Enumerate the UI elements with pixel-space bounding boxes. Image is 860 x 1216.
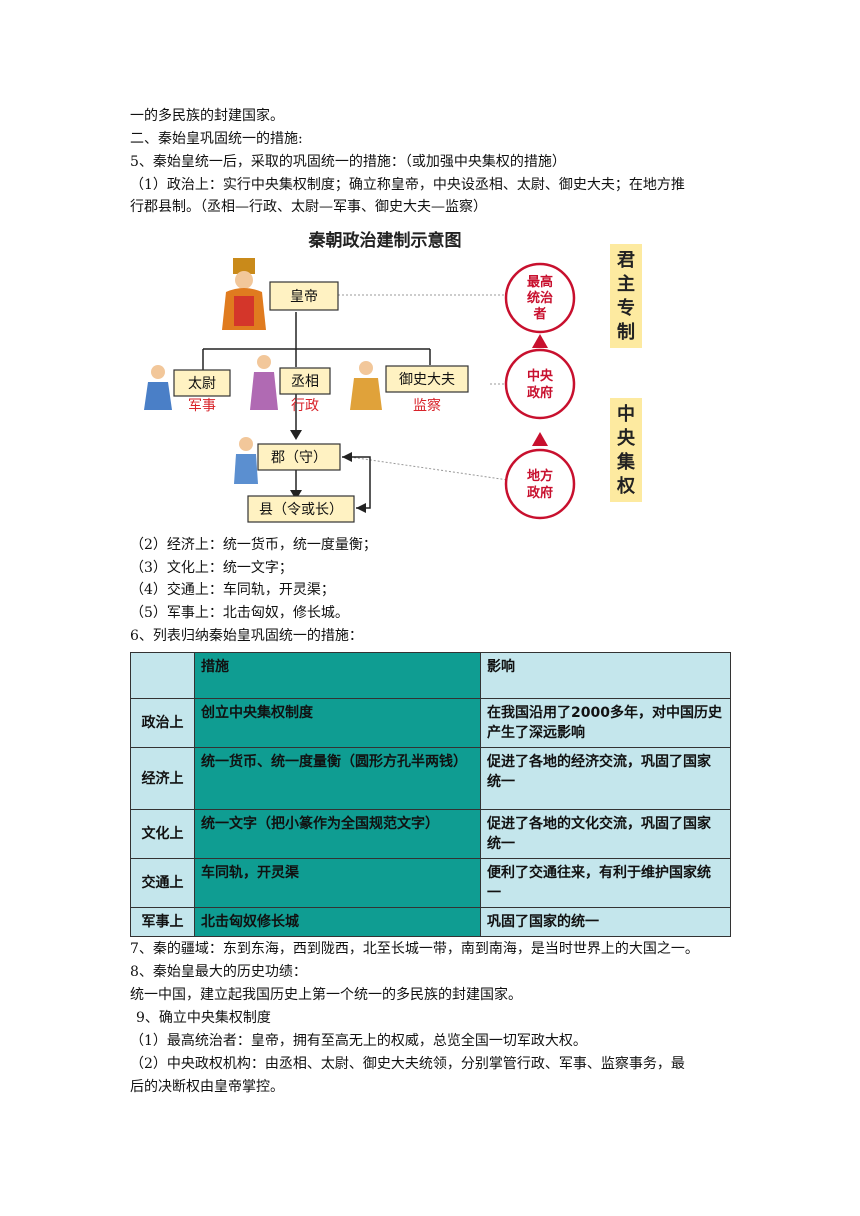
circle-local-gov: 地方 政府	[504, 448, 576, 520]
table-row: 军事上 北击匈奴修长城 巩固了国家的统一	[130, 907, 731, 937]
side-label-monarch: 君 主 专 制	[610, 244, 642, 348]
text-line: （1）政治上：实行中央集权制度；确立称皇帝，中央设丞相、太尉、御史大夫；在地方推	[130, 177, 685, 193]
table-cell-measure: 创立中央集权制度	[194, 698, 481, 748]
text-line: （5）军事上：北击匈奴，修长城。	[130, 605, 349, 621]
table-cell-field: 军事上	[130, 907, 195, 937]
table-row: 经济上 统一货币、统一度量衡（圆形方孔半两钱） 促进了各地的经济交流，巩固了国家…	[130, 747, 731, 810]
table-header-cell: 影响	[480, 652, 731, 699]
side-label-centralization: 中 央 集 权	[610, 398, 642, 502]
table-cell-impact: 巩固了国家的统一	[480, 907, 731, 937]
table-cell-impact: 便利了交通往来，有利于维护国家统一	[480, 858, 731, 908]
question-7: 7、秦的疆域：东到东海，西到陇西，北至长城一带，南到南海，是当时世界上的大国之一…	[130, 941, 699, 957]
svg-text:集: 集	[616, 451, 636, 473]
text-line: 一的多民族的封建国家。	[130, 108, 284, 124]
table-header-row: 措施 影响	[130, 652, 731, 699]
question-6: 6、列表归纳秦始皇巩固统一的措施：	[130, 628, 363, 644]
svg-text:中央: 中央	[527, 368, 554, 384]
svg-text:专: 专	[617, 297, 635, 319]
svg-text:地方: 地方	[527, 468, 553, 484]
text-line: （2）中央政权机构：由丞相、太尉、御史大夫统领，分别掌管行政、军事、监察事务，最	[130, 1056, 685, 1072]
text-line: （3）文化上：统一文字；	[130, 560, 293, 576]
measures-table: 措施 影响 政治上 创立中央集权制度 在我国沿用了2000多年，对中国历史产生了…	[130, 652, 731, 937]
chengxiang-box	[279, 367, 331, 395]
svg-text:政府: 政府	[527, 485, 553, 501]
taiwei-figure-icon	[144, 365, 172, 410]
chengxiang-figure-icon	[250, 355, 278, 410]
yushi-figure-icon	[350, 361, 382, 410]
chengxiang-role: 行政	[291, 398, 319, 414]
qin-political-system-diagram: 秦朝政治建制示意图 皇帝 太尉 军事 丞相 行政 御史	[130, 222, 730, 530]
emperor-label: 皇帝	[290, 289, 318, 305]
xian-label: 县（令或长）	[259, 502, 343, 518]
question-8: 8、秦始皇最大的历史功绩：	[130, 964, 307, 980]
section-heading: 二、秦始皇巩固统一的措施:	[130, 131, 303, 147]
text-line: （4）交通上：车同轨，开灵渠；	[130, 582, 335, 598]
svg-text:最高: 最高	[527, 274, 553, 290]
table-cell-measure: 北击匈奴修长城	[194, 907, 481, 937]
svg-text:统治: 统治	[527, 290, 553, 306]
arrow-up-icon	[532, 432, 548, 446]
taiwei-role: 军事	[188, 398, 216, 414]
svg-text:权: 权	[616, 475, 636, 497]
diagram-title: 秦朝政治建制示意图	[309, 230, 462, 251]
svg-text:政府: 政府	[527, 385, 553, 401]
taiwei-box	[173, 369, 231, 397]
table-row: 交通上 车同轨，开灵渠 便利了交通往来，有利于维护国家统一	[130, 858, 731, 908]
question-9: 9、确立中央集权制度	[136, 1010, 271, 1026]
circle-central-gov: 中央 政府	[504, 348, 576, 420]
arrow-up-icon	[532, 334, 548, 348]
svg-text:央: 央	[617, 427, 636, 449]
svg-text:者: 者	[532, 306, 546, 322]
taiwei-label: 太尉	[188, 376, 216, 392]
table-cell-measure: 车同轨，开灵渠	[194, 858, 481, 908]
yushi-box	[385, 365, 469, 393]
yushi-role: 监察	[413, 397, 441, 414]
table-row: 文化上 统一文字（把小篆作为全国规范文字） 促进了各地的文化交流，巩固了国家统一	[130, 809, 731, 859]
yushi-label: 御史大夫	[399, 372, 455, 388]
table-row: 政治上 创立中央集权制度 在我国沿用了2000多年，对中国历史产生了深远影响	[130, 698, 731, 748]
emperor-box	[269, 281, 339, 311]
text-line: 行郡县制。（丞相—行政、太尉—军事、御史大夫—监察）	[130, 199, 487, 215]
table-header-cell: 措施	[194, 652, 481, 699]
xian-box	[247, 495, 355, 523]
table-cell-field: 文化上	[130, 809, 195, 859]
text-line: 统一中国，建立起我国历史上第一个统一的多民族的封建国家。	[130, 987, 522, 1003]
text-line: （1）最高统治者：皇帝，拥有至高无上的权威，总览全国一切军政大权。	[130, 1033, 587, 1049]
table-cell-impact: 在我国沿用了2000多年，对中国历史产生了深远影响	[480, 698, 731, 748]
emperor-figure-icon	[222, 258, 266, 330]
svg-text:主: 主	[617, 273, 635, 295]
table-cell-field: 交通上	[130, 858, 195, 908]
circle-supreme-ruler: 最高 统治 者	[504, 262, 576, 334]
table-cell-measure: 统一文字（把小篆作为全国规范文字）	[194, 809, 481, 859]
table-header-cell	[130, 652, 195, 699]
table-cell-field: 政治上	[130, 698, 195, 748]
question-5: 5、秦始皇统一后，采取的巩固统一的措施：（或加强中央集权的措施）	[130, 154, 566, 170]
jun-box	[257, 443, 341, 471]
official-figure-icon	[234, 437, 258, 484]
text-line: （2）经济上：统一货币，统一度量衡；	[130, 537, 377, 553]
text-line: 后的决断权由皇帝掌控。	[130, 1079, 284, 1095]
jun-label: 郡（守）	[271, 450, 327, 466]
table-cell-impact: 促进了各地的经济交流，巩固了国家统一	[480, 747, 731, 810]
svg-text:制: 制	[617, 322, 635, 343]
chengxiang-label: 丞相	[291, 374, 319, 390]
table-cell-field: 经济上	[130, 747, 195, 810]
svg-text:君: 君	[617, 250, 635, 271]
svg-text:中: 中	[617, 403, 635, 425]
table-cell-impact: 促进了各地的文化交流，巩固了国家统一	[480, 809, 731, 859]
table-cell-measure: 统一货币、统一度量衡（圆形方孔半两钱）	[194, 747, 481, 810]
